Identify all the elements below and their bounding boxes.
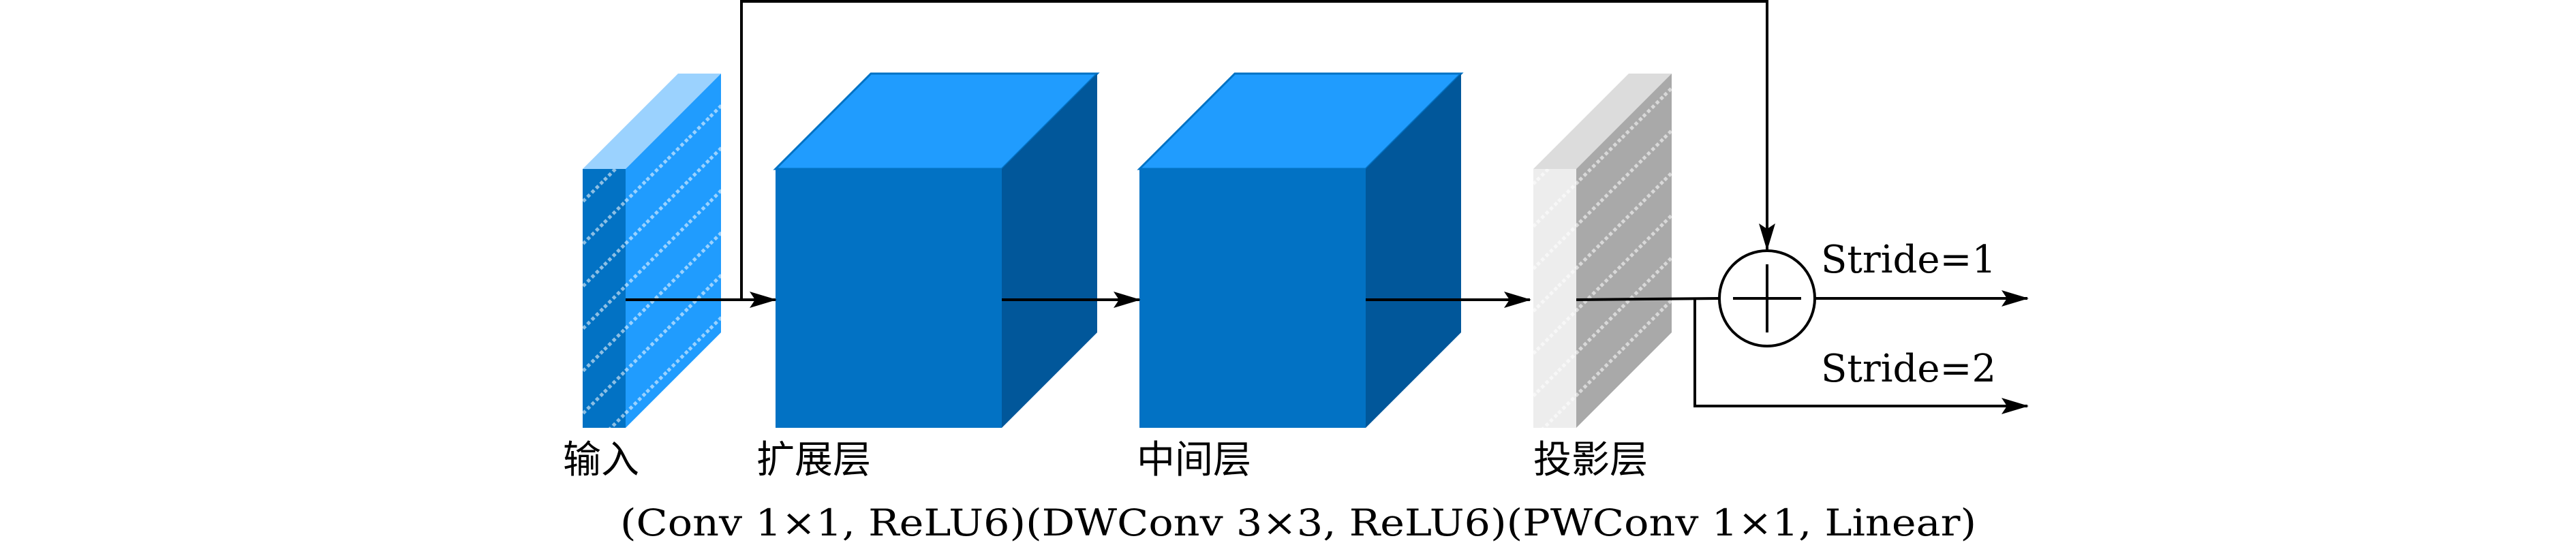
expansion-layer-block — [773, 72, 1100, 428]
projection-feature-map — [1533, 74, 1672, 428]
add-node-icon — [1718, 249, 1816, 347]
line-projection-to-add — [1576, 297, 1720, 301]
shortcut-connection — [740, 0, 1775, 300]
label-input: 输入 — [563, 438, 639, 482]
flow-arrows — [626, 0, 2029, 414]
middle-layer-block — [1137, 72, 1464, 428]
label-middle: 中间层 — [1137, 438, 1251, 482]
input-feature-map — [583, 74, 721, 428]
label-projection: 投影层 — [1533, 438, 1648, 482]
arrow-stride2 — [1693, 298, 2029, 414]
label-expansion: 扩展层 — [756, 438, 871, 482]
operations-caption: (Conv 1×1, ReLU6)(DWConv 3×3, ReLU6)(PWC… — [620, 501, 1976, 544]
label-stride2: Stride=2 — [1821, 347, 1996, 391]
label-stride1: Stride=1 — [1821, 238, 1996, 282]
